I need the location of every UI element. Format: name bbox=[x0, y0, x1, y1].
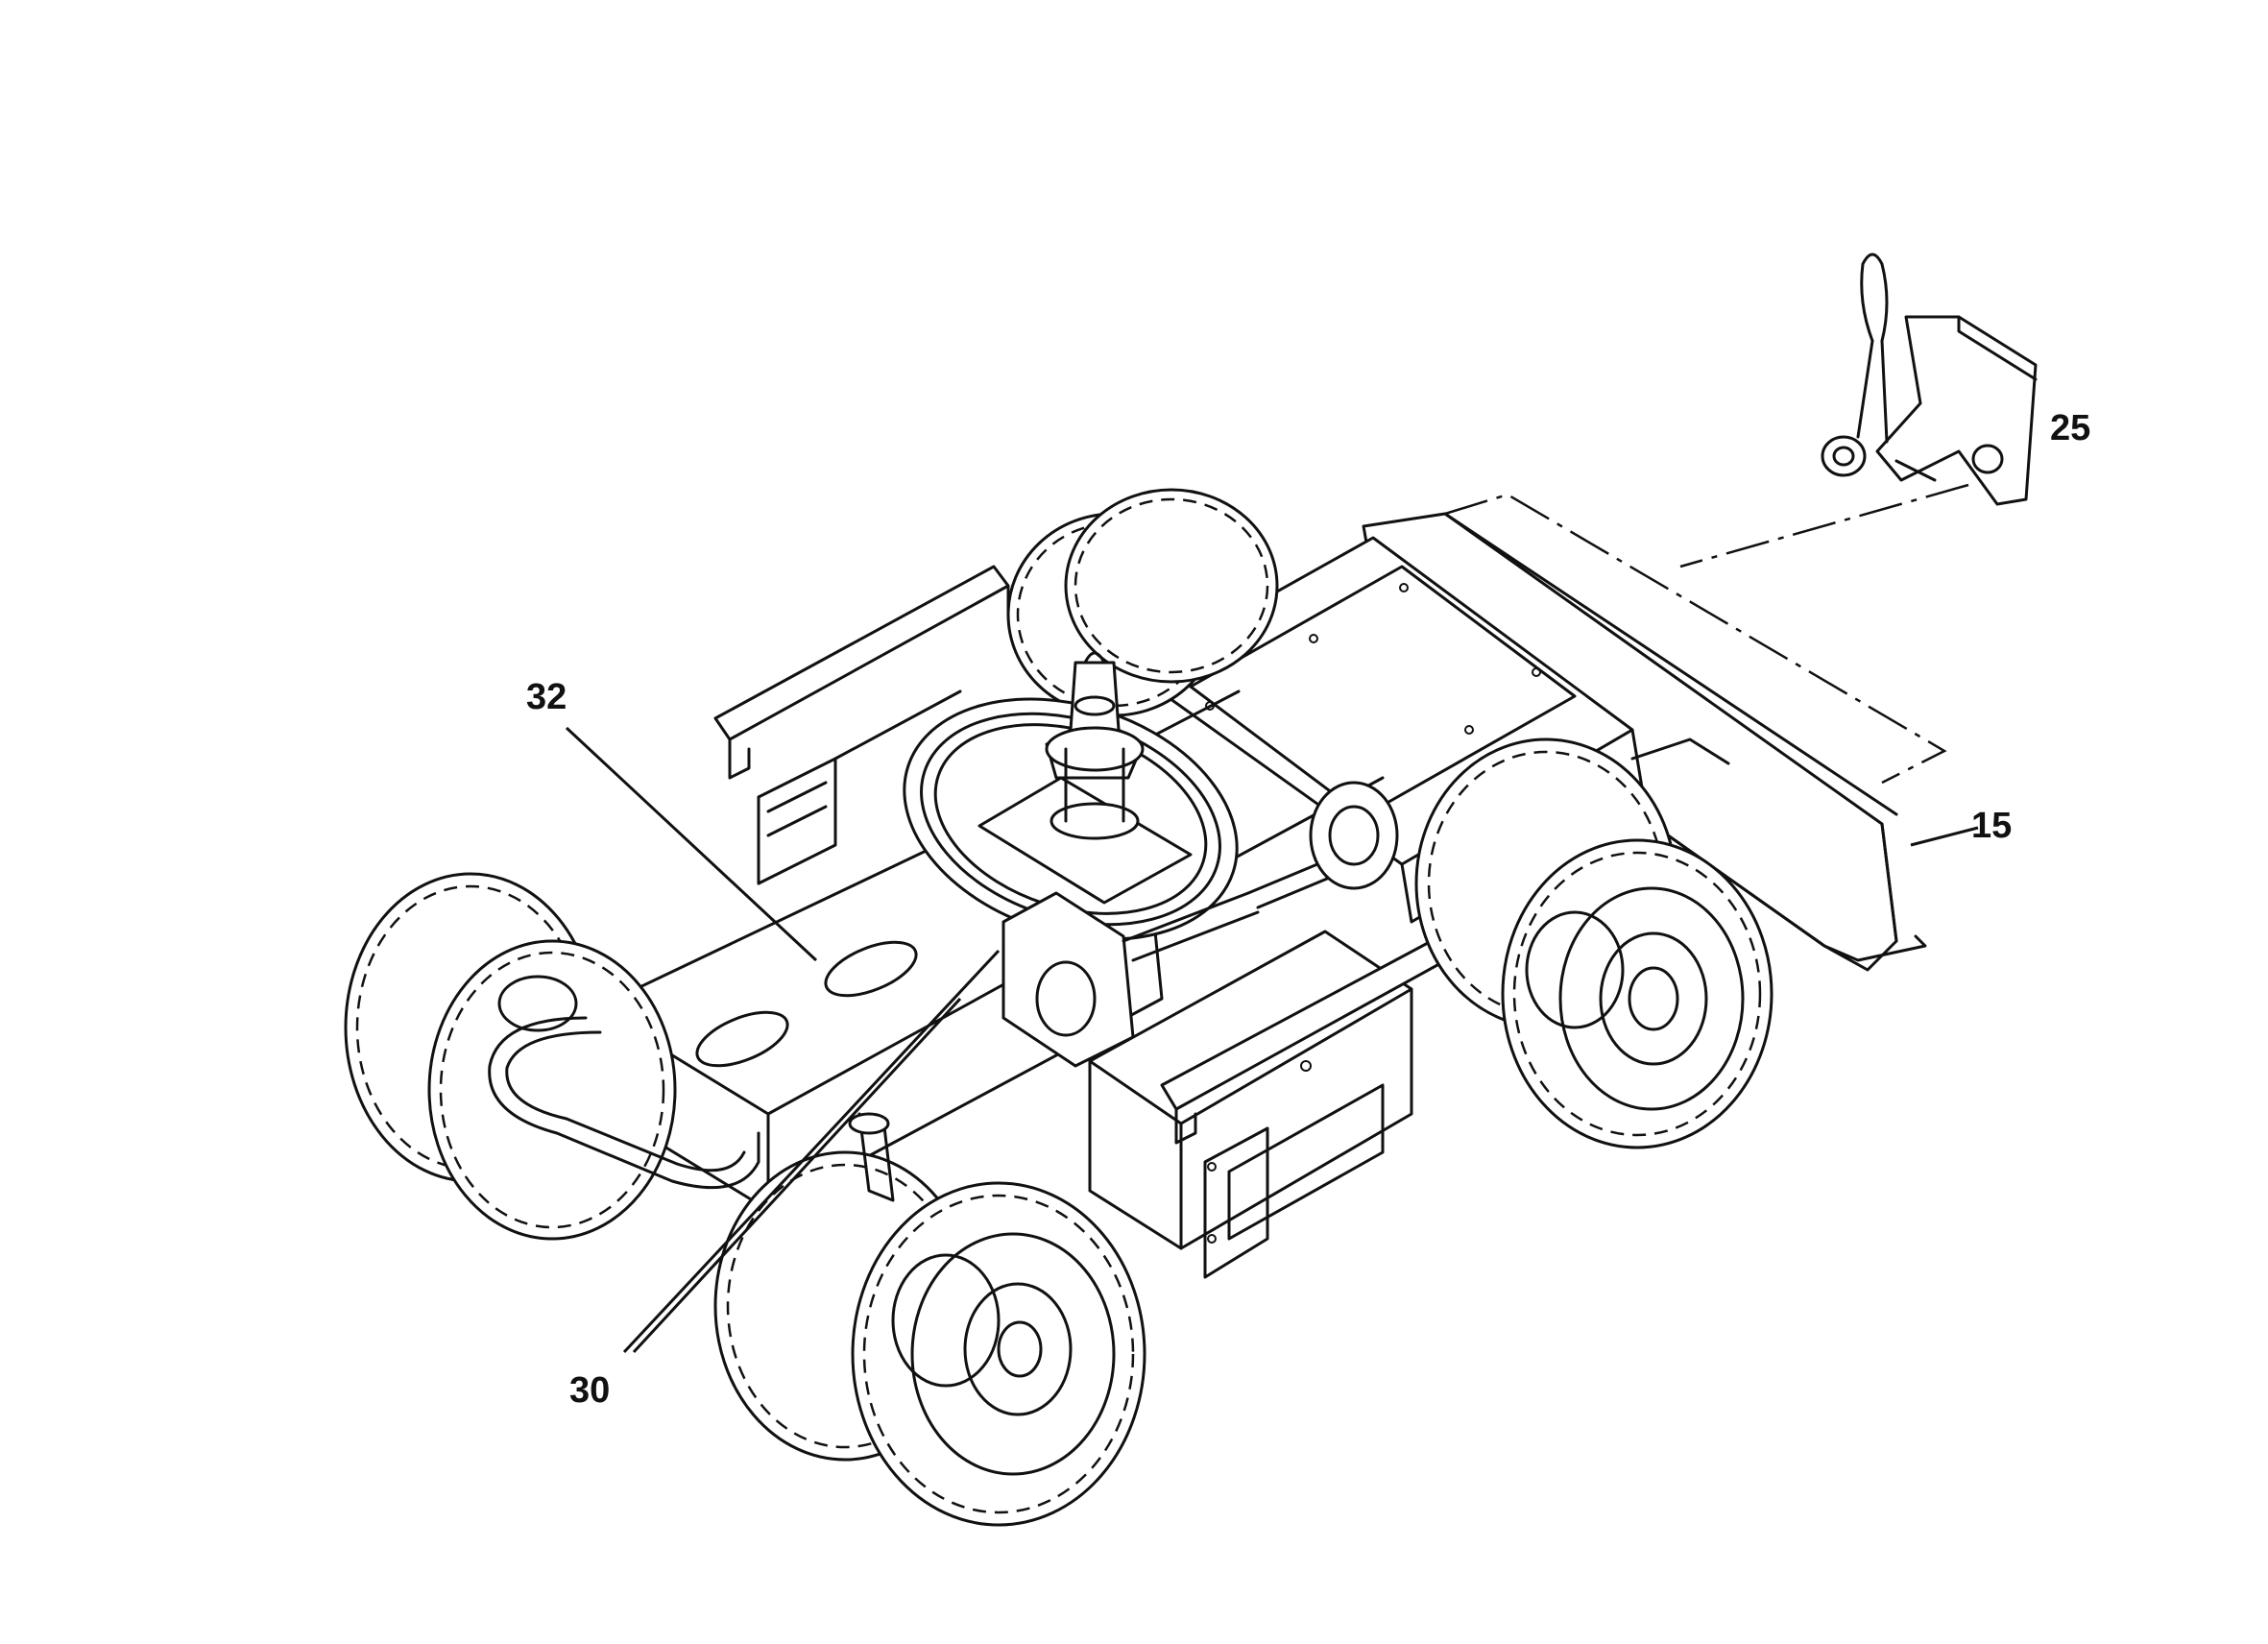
leader-30 bbox=[622, 949, 1001, 1354]
rear-bracket bbox=[713, 565, 1010, 885]
callout-32: 32 bbox=[526, 677, 567, 717]
front-tires bbox=[713, 1112, 1146, 1527]
callout-30: 30 bbox=[569, 1370, 610, 1411]
leader-30b bbox=[632, 997, 962, 1354]
rear-left-tires bbox=[1006, 488, 1279, 717]
drive-line bbox=[1001, 781, 1399, 1068]
latch-assembly bbox=[1679, 253, 2038, 568]
right-tires bbox=[1414, 737, 1773, 1149]
left-tires bbox=[344, 872, 760, 1241]
leader-32 bbox=[565, 726, 818, 962]
leader-15 bbox=[1910, 826, 1979, 847]
callout-25: 25 bbox=[2050, 408, 2090, 448]
callout-15: 15 bbox=[1971, 806, 2012, 846]
